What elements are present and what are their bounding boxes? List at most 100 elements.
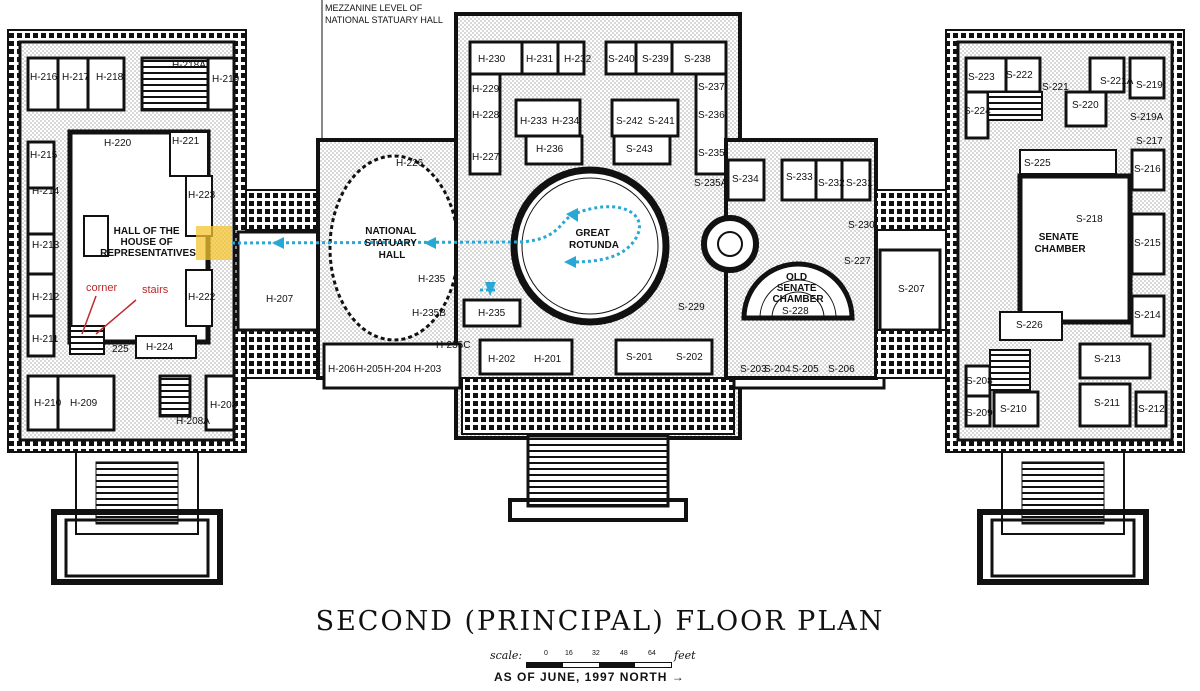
room-label: H-213 — [32, 240, 60, 251]
room-label: S-243 — [626, 144, 653, 155]
room-label: H-218 — [96, 72, 124, 83]
room-label: H-227 — [472, 152, 500, 163]
room-label: H-216 — [30, 72, 58, 83]
scale-unit: feet — [674, 649, 696, 662]
room-label: S-232 — [818, 178, 845, 189]
room-label: H-218A — [172, 60, 206, 71]
room-label: H-235 — [478, 308, 506, 319]
room-label: S-217 — [1136, 136, 1163, 147]
room-label: H-226 — [396, 158, 424, 169]
room-label: H-230 — [478, 54, 506, 65]
room-label: S-204 — [764, 364, 791, 375]
label-senate-chamber: SENATE CHAMBER — [1034, 232, 1086, 255]
room-label: S-230 — [848, 220, 875, 231]
room-label: H-205 — [356, 364, 384, 375]
room-label: S-237 — [698, 82, 725, 93]
room-label: H-221 — [172, 136, 200, 147]
room-label: S-240 — [608, 54, 635, 65]
room-label: S-206 — [828, 364, 855, 375]
room-label: S-205 — [792, 364, 819, 375]
room-label: H-208A — [176, 416, 210, 427]
room-label: H-217 — [62, 72, 90, 83]
room-label: S-212 — [1138, 404, 1165, 415]
room-label: H-235B — [412, 308, 446, 319]
room-label: S-231 — [846, 178, 873, 189]
senate-center — [701, 138, 942, 380]
senate-wing — [945, 29, 1185, 585]
room-label: H-229 — [472, 84, 500, 95]
room-label: H-231 — [526, 54, 554, 65]
room-label: S-234 — [732, 174, 759, 185]
room-label: S-219A — [1130, 112, 1164, 123]
room-label: S-211 — [1094, 398, 1120, 409]
room-label: S-239 — [642, 54, 669, 65]
room-label: S-236 — [698, 110, 725, 121]
corner-annotation: corner — [86, 282, 118, 294]
room-label: S-233 — [786, 172, 813, 183]
room-label: S-223 — [968, 72, 995, 83]
room-label: S-224 — [964, 106, 991, 117]
room-label: H-207 — [266, 294, 294, 305]
room-label: S-214 — [1134, 310, 1161, 321]
scale-tick: 32 — [592, 650, 600, 657]
room-label: H-208 — [210, 400, 238, 411]
room-label: S-219 — [1136, 80, 1163, 91]
room-label: S-203 — [740, 364, 767, 375]
mezzanine-label: MEZZANINE LEVEL OF NATIONAL STATUARY HAL… — [325, 3, 443, 25]
center-building — [236, 12, 886, 522]
room-label: H-212 — [32, 292, 60, 303]
room-label: S-221A — [1100, 76, 1134, 87]
room-label: S-207 — [898, 284, 925, 295]
room-label: 225 — [112, 344, 129, 355]
house-wing — [7, 29, 247, 585]
room-label: S-209 — [966, 408, 993, 419]
room-label: H-202 — [488, 354, 516, 365]
room-label: S-202 — [676, 352, 703, 363]
scale-tick: 16 — [565, 650, 573, 657]
room-label: S-241 — [648, 116, 675, 127]
highlighted-doorway — [196, 226, 232, 260]
scale-tick: 0 — [544, 650, 548, 657]
room-label: S-216 — [1134, 164, 1161, 175]
room-label: H-215 — [30, 150, 58, 161]
room-label: H-209 — [70, 398, 98, 409]
room-label: S-227 — [844, 256, 871, 267]
room-label: S-215 — [1134, 238, 1161, 249]
room-label: H-224 — [146, 342, 174, 353]
stairs-annotation: stairs — [142, 284, 169, 296]
room-label: H-219 — [212, 74, 240, 85]
room-label: H-234 — [552, 116, 580, 127]
room-label: S-210 — [1000, 404, 1027, 415]
room-label: H-236 — [536, 144, 564, 155]
room-label: S-229 — [678, 302, 705, 313]
room-label: H-201 — [534, 354, 562, 365]
scale-label: scale: — [490, 649, 523, 662]
room-label: H-220 — [104, 138, 132, 149]
label-old-senate-chamber: OLD SENATE CHAMBER — [772, 272, 824, 305]
room-label: H-210 — [34, 398, 62, 409]
room-label: H-206 — [328, 364, 356, 375]
room-label: H-214 — [32, 186, 60, 197]
room-label: H-222 — [188, 292, 216, 303]
room-label: S-235 — [698, 148, 725, 159]
scale-tick: 64 — [648, 650, 656, 657]
route-arrows — [272, 208, 578, 296]
room-label: S-213 — [1094, 354, 1121, 365]
room-label: H-204 — [384, 364, 412, 375]
label-great-rotunda: GREAT ROTUNDA — [569, 228, 619, 251]
room-labels: H-216 H-217 H-218 H-218A H-219 H-215 H-2… — [30, 54, 1165, 427]
label-hall-of-house: HALL OF THE HOUSE OF REPRESENTATIVES — [100, 226, 196, 259]
room-label: H-233 — [520, 116, 548, 127]
room-label: S-201 — [626, 352, 653, 363]
room-label: H-223 — [188, 190, 216, 201]
room-label: S-226 — [1016, 320, 1043, 331]
scale-bar — [526, 662, 672, 668]
annotation-lines — [81, 295, 137, 335]
label-statuary-hall: NATIONAL STATUARY HALL — [364, 226, 419, 261]
room-label: H-203 — [414, 364, 442, 375]
room-label: S-220 — [1072, 100, 1099, 111]
room-label: S-221 — [1042, 82, 1069, 93]
room-label: H-232 — [564, 54, 592, 65]
room-label: S-238 — [684, 54, 711, 65]
